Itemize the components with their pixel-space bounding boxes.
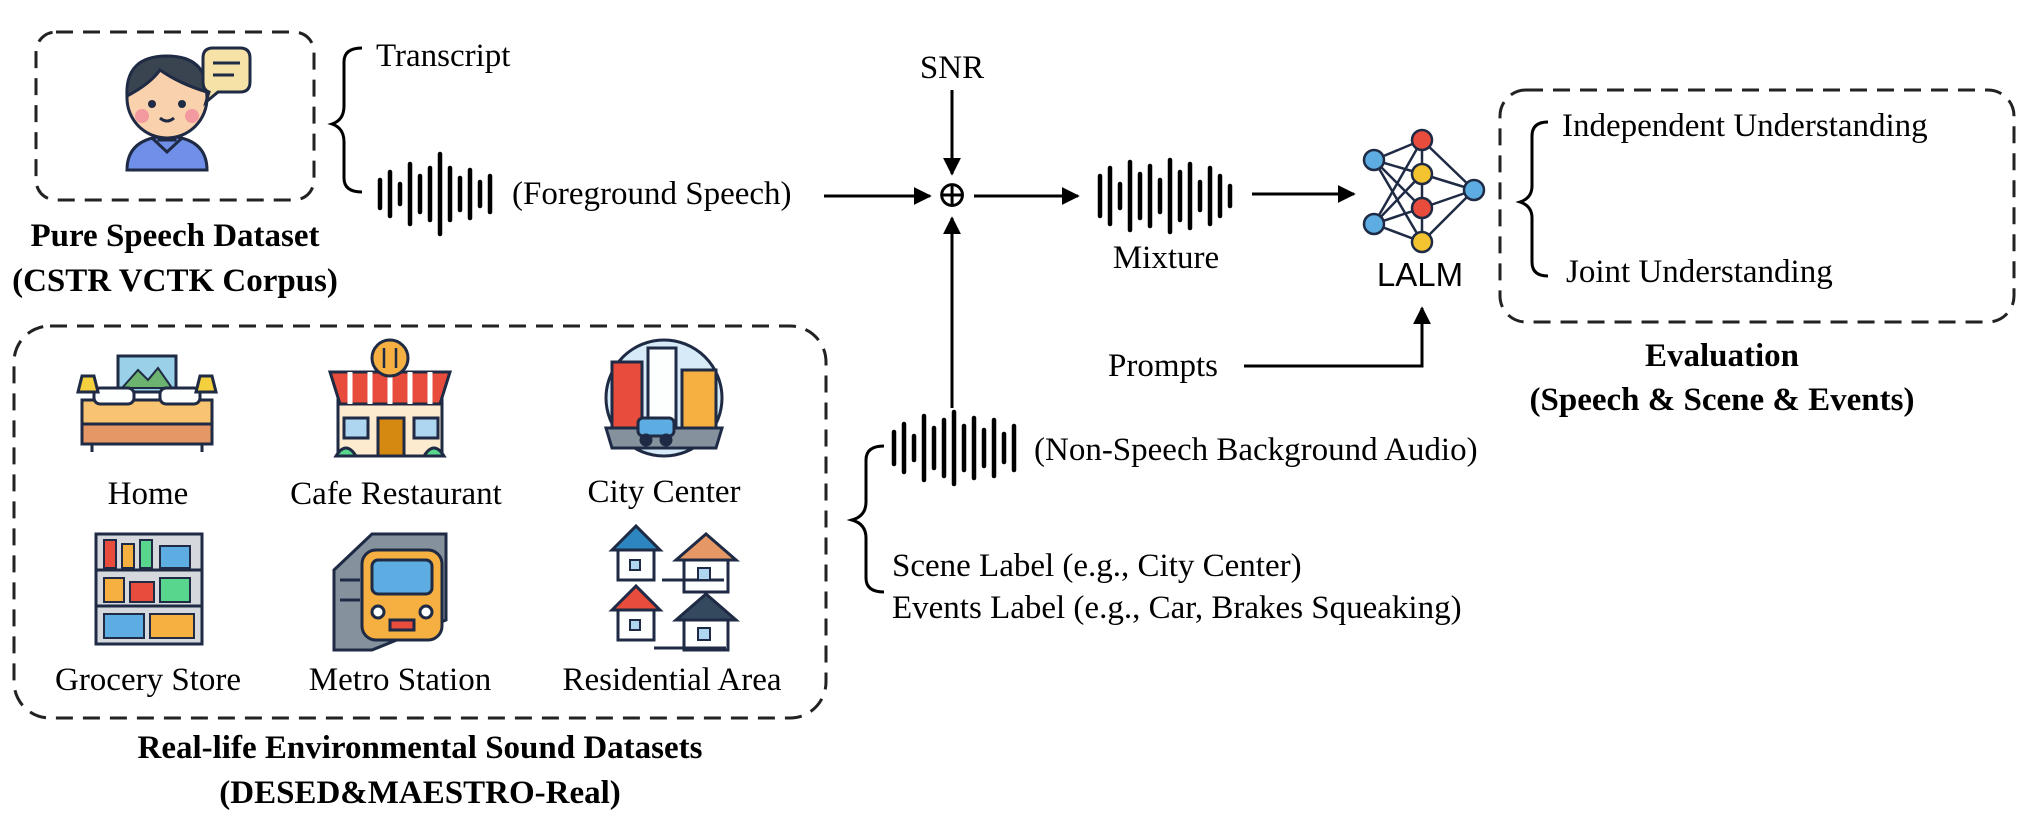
grocery-store-icon <box>94 532 204 646</box>
city-center-icon <box>603 338 725 458</box>
background-audio-label: (Non-Speech Background Audio) <box>1034 432 1478 468</box>
scene-residential-label: Residential Area <box>562 662 781 698</box>
scene-home-label: Home <box>108 476 189 512</box>
speech-dataset-subtitle: (CSTR VCTK Corpus) <box>12 263 338 299</box>
scene-metro-label: Metro Station <box>309 662 491 698</box>
foreground-speech-label: (Foreground Speech) <box>512 176 792 212</box>
background-brace <box>846 444 885 594</box>
scene-city-center-label: City Center <box>587 474 740 510</box>
prompts-label: Prompts <box>1108 348 1218 384</box>
scene-cafe-label: Cafe Restaurant <box>290 476 502 512</box>
speech-dataset-box <box>34 30 316 202</box>
environment-dataset-title: Real-life Environmental Sound Datasets <box>138 730 703 766</box>
transcript-label: Transcript <box>376 38 510 74</box>
foreground-waveform <box>377 151 493 237</box>
mixture-label: Mixture <box>1113 240 1219 276</box>
evaluation-title: Evaluation <box>1645 338 1799 374</box>
lalm-label: LALM <box>1377 256 1463 293</box>
joint-understanding: Joint Understanding <box>1566 254 1833 290</box>
home-bedroom-icon <box>76 354 218 452</box>
cafe-restaurant-icon <box>327 338 453 458</box>
speech-dataset-title: Pure Speech Dataset <box>30 218 319 254</box>
evaluation-box <box>1498 88 2016 324</box>
environment-dataset-subtitle: (DESED&MAESTRO-Real) <box>219 775 621 811</box>
prompts-arrow <box>1244 306 1431 368</box>
metro-station-icon <box>332 532 448 652</box>
neural-network-icon <box>1362 128 1486 254</box>
mixture-waveform <box>1097 157 1233 235</box>
snr-label: SNR <box>920 50 984 86</box>
speech-brace <box>327 46 363 194</box>
background-waveform <box>891 409 1017 487</box>
environment-dataset-box <box>12 324 828 720</box>
events-label-example: Events Label (e.g., Car, Brakes Squeakin… <box>892 590 1462 626</box>
scene-grocery-label: Grocery Store <box>55 662 241 698</box>
plus-operator: ⊕ <box>936 174 968 216</box>
speaker-icon <box>125 46 252 172</box>
evaluation-brace <box>1515 120 1549 278</box>
independent-understanding: Independent Understanding <box>1562 108 1928 144</box>
scene-label-example: Scene Label (e.g., City Center) <box>892 548 1302 584</box>
residential-area-icon <box>608 523 741 652</box>
evaluation-subtitle: (Speech & Scene & Events) <box>1530 382 1915 418</box>
